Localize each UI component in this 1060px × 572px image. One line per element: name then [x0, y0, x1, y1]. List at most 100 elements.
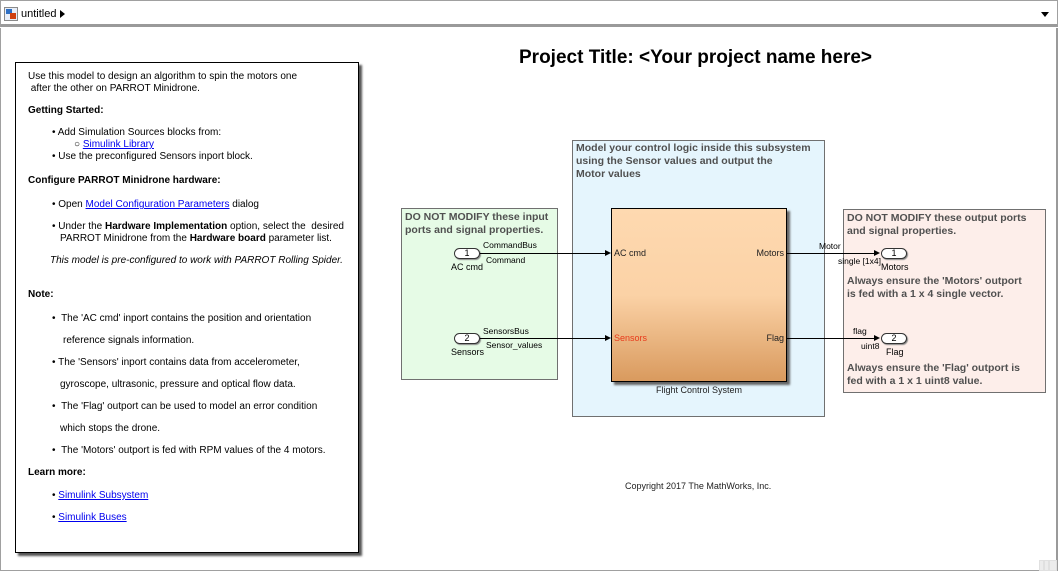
- scroll-indicator: [1039, 560, 1044, 571]
- annotation-line: fed with a 1 x 1 uint8 value.: [847, 375, 983, 387]
- flag-note[interactable]: Always ensure the 'Flag' outport is fed …: [847, 362, 1020, 388]
- signal-line-sensor-values[interactable]: [480, 338, 605, 339]
- cfg-text: Under the: [58, 221, 105, 232]
- cfg-list-item-cont: PARROT Minidrone from the Hardware board…: [28, 233, 358, 245]
- model-browser-bar: untitled: [0, 0, 1058, 27]
- note-item: • The 'Flag' outport can be used to mode…: [52, 401, 318, 412]
- motors-note[interactable]: Always ensure the 'Motors' outport is fe…: [847, 275, 1022, 301]
- arrowhead-icon: [605, 250, 611, 256]
- control-area-annotation[interactable]: Model your control logic inside this sub…: [576, 142, 811, 181]
- note-item: • The 'Motors' outport is fed with RPM v…: [52, 445, 326, 456]
- cfg-list-item: • Open Model Configuration Parameters di…: [52, 199, 259, 210]
- annotation-line: is fed with a 1 x 4 single vector.: [847, 288, 1004, 300]
- outport-1-name[interactable]: Motors: [881, 262, 909, 272]
- note-text: The 'Motors' outport is fed with RPM val…: [61, 445, 326, 456]
- output-ports-area[interactable]: [843, 209, 1046, 393]
- annotation-line: DO NOT MODIFY these output ports: [847, 212, 1027, 224]
- subsystem-name[interactable]: Flight Control System: [656, 385, 743, 395]
- outport-1-data-type: single [1x4]: [838, 256, 881, 266]
- annotation-line: Always ensure the 'Flag' outport is: [847, 362, 1021, 374]
- inport-2-signal-name[interactable]: Sensor_values: [486, 340, 543, 350]
- annotation-line: ports and signal properties.: [405, 224, 544, 236]
- arrowhead-icon: [605, 335, 611, 341]
- learn-more-heading: Learn more:: [28, 467, 86, 478]
- inport-2-name[interactable]: Sensors: [451, 347, 485, 357]
- cfg-text: parameter list.: [265, 233, 332, 244]
- cfg-text: dialog: [229, 199, 259, 210]
- simulink-library-link[interactable]: Simulink Library: [82, 139, 154, 150]
- signal-line-motor[interactable]: [787, 253, 874, 254]
- subsystem-outport-label-flag: Flag: [766, 333, 784, 343]
- port-number: 1: [464, 248, 470, 258]
- flight-control-system-block[interactable]: AC cmd Sensors Motors Flag: [611, 208, 787, 382]
- cfg-text: Open: [58, 199, 86, 210]
- note-text: The 'Sensors' inport contains data from …: [58, 357, 300, 368]
- simulink-subsystem-link[interactable]: Simulink Subsystem: [58, 490, 149, 501]
- port-number: 2: [464, 333, 470, 343]
- intro-text-2: after the other on PARROT Minidrone.: [28, 83, 200, 94]
- annotation-line: Motor values: [576, 168, 641, 180]
- model-config-params-link[interactable]: Model Configuration Parameters: [85, 199, 230, 210]
- gs-item-text: Add Simulation Sources blocks from:: [57, 127, 222, 138]
- cfg-text: option, select the desired: [227, 221, 344, 232]
- outport-2-name[interactable]: Flag: [886, 347, 904, 357]
- signal-line-flag[interactable]: [787, 338, 874, 339]
- learn-more-item: • Simulink Subsystem: [52, 490, 149, 501]
- cfg-bold-text: Hardware board: [189, 233, 266, 244]
- inport-1-bus-type: CommandBus: [483, 240, 537, 250]
- simulink-model-icon[interactable]: [4, 7, 18, 21]
- note-item: • The 'AC cmd' inport contains the posit…: [52, 313, 312, 324]
- note-text: The 'AC cmd' inport contains the positio…: [61, 313, 312, 324]
- instructions-annotation: Use this model to design an algorithm to…: [15, 62, 359, 553]
- gs-sublist-item: ○ Simulink Library: [74, 139, 154, 150]
- scroll-indicator: [1049, 560, 1057, 571]
- learn-more-item: • Simulink Buses: [52, 512, 127, 523]
- chevron-down-icon[interactable]: [1041, 12, 1049, 17]
- arrowhead-icon: [874, 335, 880, 341]
- cfg-list-item: • Under the Hardware Implementation opti…: [52, 221, 344, 232]
- outport-2-block[interactable]: 2: [881, 333, 907, 344]
- note-item-cont: which stops the drone.: [60, 423, 161, 434]
- note-item-cont: reference signals information.: [63, 335, 195, 346]
- output-area-annotation[interactable]: DO NOT MODIFY these output ports and sig…: [847, 212, 1026, 238]
- subsystem-inport-label-ac-cmd: AC cmd: [614, 248, 647, 258]
- inport-1-block[interactable]: 1: [454, 248, 480, 259]
- getting-started-heading: Getting Started:: [28, 105, 104, 116]
- annotation-line: DO NOT MODIFY these input: [405, 211, 549, 223]
- input-ports-area[interactable]: [401, 208, 558, 380]
- model-name-breadcrumb[interactable]: untitled: [21, 8, 57, 20]
- simulink-buses-link[interactable]: Simulink Buses: [58, 512, 127, 523]
- inport-2-bus-type: SensorsBus: [483, 326, 529, 336]
- scroll-indicator: [1044, 560, 1049, 571]
- inport-1-name[interactable]: AC cmd: [451, 262, 484, 272]
- port-number: 2: [891, 333, 897, 343]
- input-area-annotation[interactable]: DO NOT MODIFY these input ports and sign…: [405, 211, 548, 237]
- annotation-line: using the Sensor values and output the: [576, 155, 773, 167]
- copyright-text[interactable]: Copyright 2017 The MathWorks, Inc.: [625, 481, 772, 491]
- annotation-line: and signal properties.: [847, 225, 957, 237]
- outport-1-signal-name[interactable]: Motor: [819, 241, 841, 251]
- breadcrumb-expand-icon[interactable]: [60, 10, 65, 18]
- annotation-line: Always ensure the 'Motors' outport: [847, 275, 1022, 287]
- note-item-cont: gyroscope, ultrasonic, pressure and opti…: [60, 379, 296, 390]
- preconfigured-note: This model is pre-configured to work wit…: [50, 255, 343, 266]
- inport-2-block[interactable]: 2: [454, 333, 480, 344]
- gs-item-text: Use the preconfigured Sensors inport blo…: [58, 151, 253, 162]
- annotation-line: Model your control logic inside this sub…: [576, 142, 811, 154]
- subsystem-inport-label-sensors: Sensors: [614, 333, 648, 343]
- intro-text: Use this model to design an algorithm to…: [28, 71, 298, 82]
- note-text: The 'Flag' outport can be used to model …: [61, 401, 318, 412]
- signal-line-command[interactable]: [480, 253, 605, 254]
- outport-2-data-type: uint8: [861, 341, 880, 351]
- gs-list-item: • Use the preconfigured Sensors inport b…: [52, 151, 253, 162]
- port-number: 1: [891, 248, 897, 258]
- cfg-bold-text: Hardware Implementation: [104, 221, 228, 232]
- gs-list-item: • Add Simulation Sources blocks from:: [52, 127, 222, 138]
- inport-1-signal-name[interactable]: Command: [486, 255, 526, 265]
- outport-2-signal-name[interactable]: flag: [853, 326, 867, 336]
- project-title[interactable]: Project Title: <Your project name here>: [519, 47, 873, 68]
- note-item: • The 'Sensors' inport contains data fro…: [52, 357, 300, 368]
- outport-1-block[interactable]: 1: [881, 248, 907, 259]
- subsystem-outport-label-motors: Motors: [756, 248, 784, 258]
- arrowhead-icon: [874, 250, 880, 256]
